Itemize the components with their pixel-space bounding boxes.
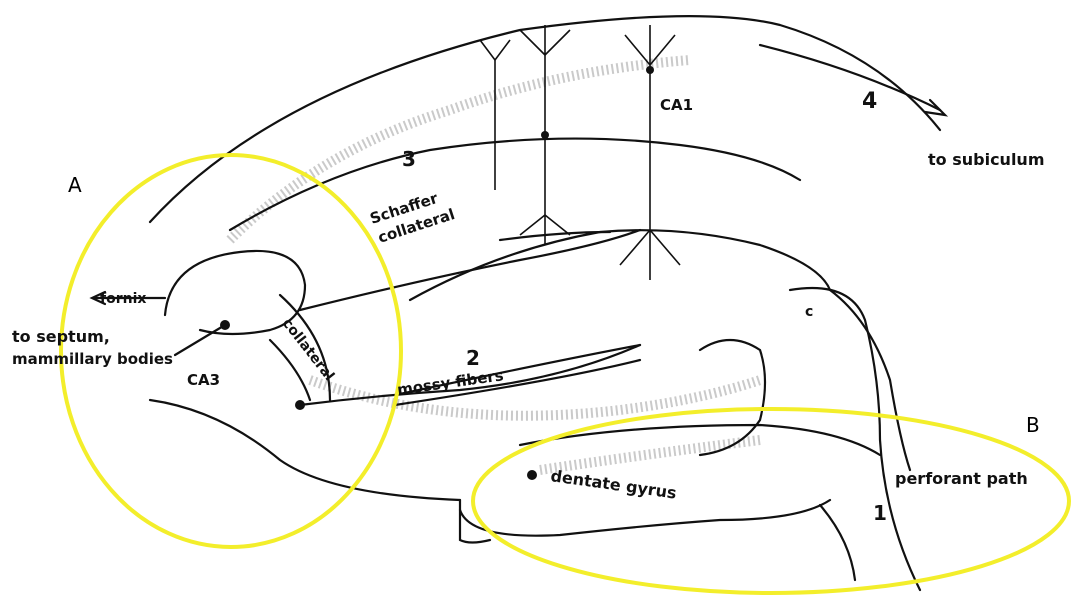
ca1-neurons [480, 25, 680, 280]
label-to-subiculum: to subiculum [928, 150, 1044, 169]
highlight-ring-b [473, 409, 1069, 593]
label-fornix: fornix [100, 291, 146, 307]
label-perforant-path: perforant path [895, 469, 1028, 488]
label-num2: 2 [466, 346, 480, 370]
label-num4: 4 [862, 89, 877, 114]
hippocampus-outline [92, 16, 945, 590]
label-ca1: CA1 [660, 96, 693, 114]
neuron-somas [220, 66, 654, 480]
marker-b: B [1026, 413, 1040, 437]
label-dentate-gyrus: dentate gyrus [549, 466, 677, 502]
label-mossy-fibers: mossy fibers [396, 366, 505, 399]
label-ca3: CA3 [187, 371, 220, 389]
label-mammillary: mammillary bodies [12, 350, 173, 368]
label-num3: 3 [402, 147, 416, 171]
label-c: c [805, 304, 813, 320]
marker-a: A [68, 173, 82, 197]
label-num1: 1 [873, 501, 887, 525]
label-to-septum: to septum, [12, 327, 110, 346]
